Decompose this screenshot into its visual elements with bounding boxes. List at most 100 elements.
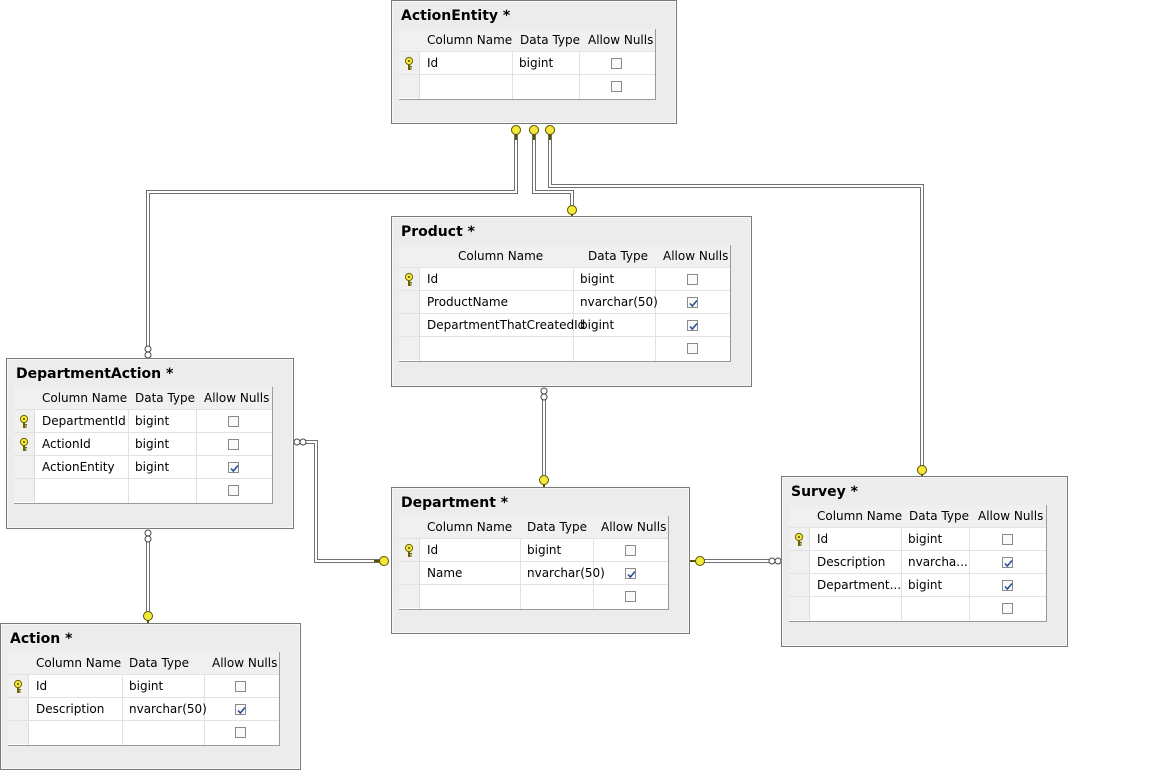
column-name-cell[interactable] (36, 721, 120, 744)
row-selector[interactable] (399, 562, 420, 585)
table-product[interactable]: Product * Column Name Data Type Allow Nulls… (391, 216, 752, 387)
row-selector[interactable] (8, 698, 29, 721)
table-department[interactable]: Department * Column Name Data Type Allow Nu… (391, 487, 690, 634)
column-name-cell[interactable]: Id (36, 679, 48, 693)
row-selector[interactable] (14, 479, 35, 502)
allow-nulls-checkbox[interactable] (228, 416, 239, 427)
row-selector[interactable] (399, 585, 420, 608)
data-type-cell[interactable] (129, 721, 202, 744)
column-name-cell[interactable]: ActionId (42, 437, 91, 451)
header-data-type[interactable]: Data Type (909, 505, 970, 527)
row-selector[interactable] (8, 721, 29, 744)
header-column-name[interactable]: Column Name (427, 516, 513, 538)
table-row[interactable]: ActionEntity bigint (14, 455, 272, 479)
table-title[interactable]: ActionEntity * (401, 8, 511, 24)
allow-nulls-checkbox[interactable] (1002, 534, 1013, 545)
column-name-cell[interactable]: Id (427, 543, 439, 557)
table-row[interactable]: Name nvarchar(50) (399, 561, 668, 585)
table-row[interactable] (399, 336, 730, 360)
row-selector[interactable] (789, 551, 810, 574)
header-data-type[interactable]: Data Type (588, 245, 649, 267)
data-type-cell[interactable]: bigint (135, 460, 170, 474)
header-column-name[interactable]: Column Name (458, 245, 544, 267)
allow-nulls-checkbox[interactable] (228, 485, 239, 496)
column-name-cell[interactable]: ActionEntity (42, 460, 115, 474)
header-allow-nulls[interactable]: Allow Nulls (588, 29, 654, 51)
allow-nulls-checkbox-checked[interactable] (687, 297, 698, 308)
column-name-cell[interactable]: DepartmentId (42, 414, 126, 428)
data-type-cell[interactable]: bigint (135, 414, 170, 428)
header-data-type[interactable]: Data Type (527, 516, 588, 538)
allow-nulls-checkbox-checked[interactable] (1002, 580, 1013, 591)
table-title[interactable]: Department * (401, 495, 509, 511)
header-column-name[interactable]: Column Name (427, 29, 513, 51)
allow-nulls-checkbox[interactable] (625, 545, 636, 556)
data-type-cell[interactable]: nvarchar(50) (527, 566, 605, 580)
table-row[interactable]: Id bigint (399, 538, 668, 562)
column-name-cell[interactable] (427, 337, 571, 360)
row-selector[interactable] (399, 337, 420, 360)
data-type-cell[interactable] (580, 337, 653, 360)
row-selector[interactable] (399, 52, 420, 75)
allow-nulls-checkbox[interactable] (235, 681, 246, 692)
table-title[interactable]: Action * (10, 631, 73, 647)
table-actionentity[interactable]: ActionEntity * Column Name Data Type Allow … (391, 0, 677, 124)
header-allow-nulls[interactable]: Allow Nulls (663, 245, 729, 267)
column-name-cell[interactable] (427, 75, 510, 98)
header-data-type[interactable]: Data Type (129, 652, 190, 674)
column-name-cell[interactable]: Description (36, 702, 105, 716)
row-selector[interactable] (789, 528, 810, 551)
data-type-cell[interactable]: nvarchar(50) (580, 295, 658, 309)
table-title[interactable]: DepartmentAction * (16, 366, 174, 382)
table-row[interactable]: DepartmentId bigint (14, 409, 272, 433)
data-type-cell[interactable]: bigint (519, 56, 554, 70)
table-row[interactable] (399, 74, 655, 98)
data-type-cell[interactable]: bigint (908, 578, 943, 592)
header-column-name[interactable]: Column Name (36, 652, 122, 674)
row-selector[interactable] (14, 433, 35, 456)
header-allow-nulls[interactable]: Allow Nulls (601, 516, 667, 538)
column-name-cell[interactable] (42, 479, 126, 502)
data-type-cell[interactable]: bigint (527, 543, 562, 557)
column-name-cell[interactable]: Id (427, 56, 439, 70)
header-data-type[interactable]: Data Type (520, 29, 581, 51)
table-row[interactable] (399, 584, 668, 608)
column-name-cell[interactable]: DepartmentThatCreatedId (427, 318, 586, 332)
allow-nulls-checkbox[interactable] (625, 591, 636, 602)
column-name-cell[interactable] (817, 597, 899, 620)
table-title[interactable]: Survey * (791, 484, 858, 500)
row-selector[interactable] (399, 75, 420, 98)
data-type-cell[interactable]: bigint (908, 532, 943, 546)
row-selector[interactable] (789, 597, 810, 620)
data-type-cell[interactable] (519, 75, 577, 98)
column-name-cell[interactable]: Name (427, 566, 463, 580)
data-type-cell[interactable] (135, 479, 194, 502)
allow-nulls-checkbox[interactable] (1002, 603, 1013, 614)
allow-nulls-checkbox-checked[interactable] (235, 704, 246, 715)
row-selector[interactable] (8, 675, 29, 698)
column-name-cell[interactable] (427, 585, 518, 608)
header-allow-nulls[interactable]: Allow Nulls (212, 652, 278, 674)
table-row[interactable]: Id bigint (399, 267, 730, 291)
column-name-cell[interactable]: Description (817, 555, 886, 569)
allow-nulls-checkbox-checked[interactable] (228, 462, 239, 473)
data-type-cell[interactable]: bigint (129, 679, 164, 693)
data-type-cell[interactable]: nvarcha... (908, 555, 968, 569)
allow-nulls-checkbox-checked[interactable] (687, 320, 698, 331)
allow-nulls-checkbox[interactable] (228, 439, 239, 450)
data-type-cell[interactable]: bigint (580, 272, 615, 286)
table-row[interactable]: Department... bigint (789, 573, 1046, 597)
row-selector[interactable] (399, 539, 420, 562)
data-type-cell[interactable]: bigint (135, 437, 170, 451)
table-title[interactable]: Product * (401, 224, 475, 240)
column-name-cell[interactable]: Department... (817, 578, 902, 592)
allow-nulls-checkbox[interactable] (687, 274, 698, 285)
header-data-type[interactable]: Data Type (135, 387, 196, 409)
column-name-cell[interactable]: Id (427, 272, 439, 286)
table-row[interactable]: Id bigint (399, 51, 655, 75)
